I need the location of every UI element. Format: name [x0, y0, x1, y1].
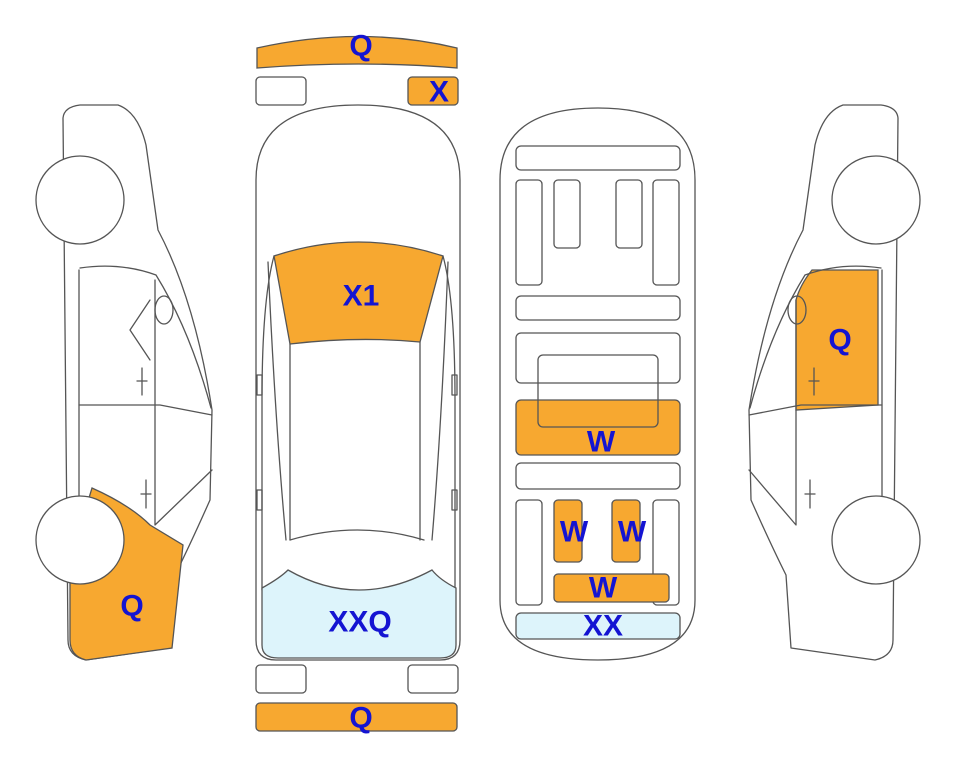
interior-outline [499, 107, 696, 661]
right-front-wheel [831, 155, 921, 245]
left-taillight [407, 664, 459, 694]
right-front-door-label: Q [828, 324, 851, 357]
right-side-line [431, 261, 449, 541]
left-mirror [154, 295, 174, 325]
right-rear-wheel [831, 495, 921, 585]
left-handle-1 [136, 367, 148, 396]
right-door-line-2 [748, 299, 797, 526]
middle-floor [515, 332, 681, 384]
right-door-line [748, 404, 883, 416]
roof-rear [289, 529, 425, 541]
cargo-area [515, 612, 681, 640]
top-body-outline [255, 104, 461, 661]
left-rear-quarter-label: Q [120, 590, 143, 623]
dashboard [515, 145, 681, 171]
left-headlight-label: X [429, 76, 449, 109]
right-a-pillar [442, 255, 456, 591]
rear-bench-seat [553, 573, 670, 603]
left-front-wheel [35, 155, 125, 245]
roof-outline [289, 341, 421, 541]
rear-right-seat [611, 499, 641, 563]
top-view: Q X X1 XXQ Q [255, 30, 461, 735]
right-body-outline [748, 104, 899, 661]
front-bumper [256, 35, 458, 69]
sunroof-panel [537, 354, 659, 428]
center-console [515, 295, 681, 321]
right-side-view: Q [748, 104, 921, 661]
right-handle-1 [808, 367, 820, 396]
right-headlight [255, 76, 307, 106]
rear-bumper [255, 702, 458, 732]
left-headlight [407, 76, 459, 106]
middle-row-seat-label: W [587, 426, 616, 459]
front-left-door-trim [515, 179, 543, 286]
rear-window [261, 569, 457, 659]
interior-view: W W W W XX [499, 107, 696, 661]
left-rear-wheel [35, 495, 125, 585]
left-side-view: Q [35, 104, 213, 661]
left-mirror-top [256, 374, 263, 396]
left-side-line [267, 261, 287, 541]
rear-bench-seat-label: W [589, 572, 618, 605]
rear-left-seat-label: W [560, 516, 589, 549]
left-door-line [78, 404, 213, 416]
rear-window-label: XXQ [328, 606, 391, 639]
right-mirror [787, 295, 807, 325]
left-handle-2 [140, 479, 152, 509]
right-mirror-top [451, 374, 458, 396]
left-window-line [79, 265, 212, 409]
rear-right-door-trim [652, 499, 680, 606]
right-window-line [749, 265, 882, 409]
front-left-seat [553, 179, 581, 249]
rear-right-seat-label: W [618, 516, 647, 549]
rear-bumper-label: Q [349, 702, 372, 735]
left-door-line-3 [129, 299, 151, 361]
left-door-line-2 [154, 279, 213, 526]
right-handle-2 [804, 479, 816, 509]
rear-divider [515, 462, 681, 490]
right-taillight [255, 664, 307, 694]
front-bumper-label: Q [349, 30, 372, 63]
front-right-door-trim [652, 179, 680, 286]
rear-left-door-trim [515, 499, 543, 606]
left-handle-top [256, 489, 263, 511]
rear-left-seat [553, 499, 583, 563]
right-handle-top [451, 489, 458, 511]
left-a-pillar [261, 255, 275, 591]
windshield-label: X1 [343, 280, 380, 313]
cargo-area-label: XX [583, 610, 623, 643]
front-right-seat [615, 179, 643, 249]
